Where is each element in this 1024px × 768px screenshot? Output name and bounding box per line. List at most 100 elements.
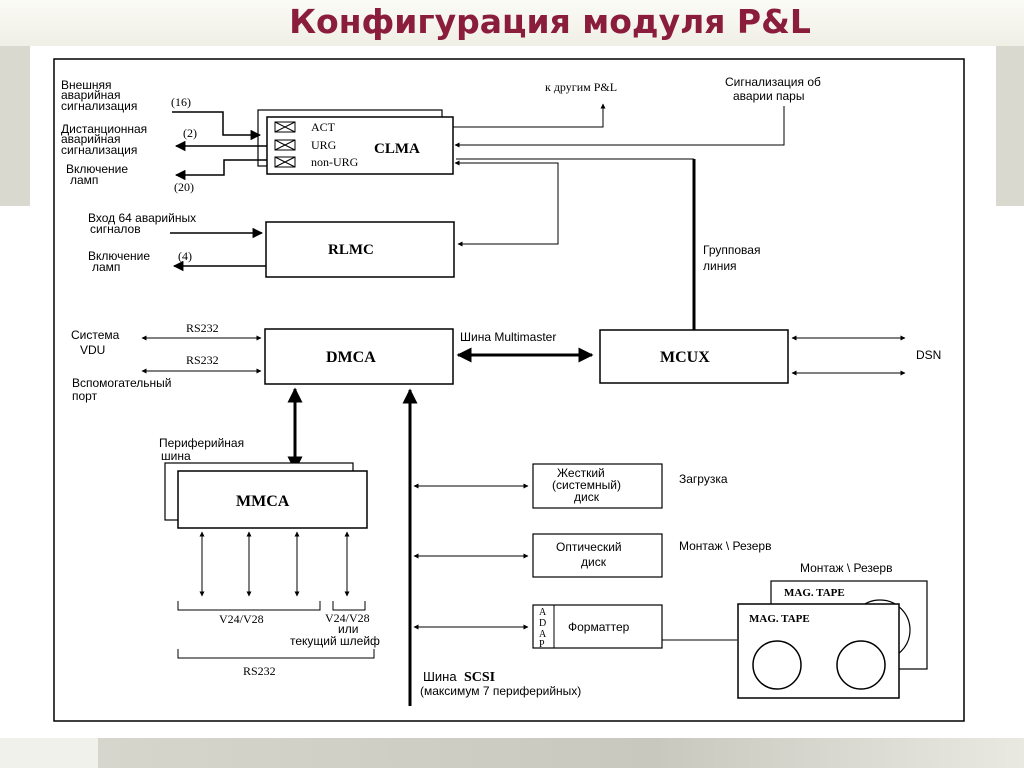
svg-text:P: P [539, 639, 545, 650]
alarm-lamp-icon [274, 121, 296, 133]
svg-text:V24/V28: V24/V28 [325, 611, 370, 625]
svg-text:Жесткий: Жесткий [557, 466, 605, 480]
mcux-block: MCUX [599, 329, 789, 384]
svg-text:RS232: RS232 [243, 664, 276, 678]
external-alarm-input: Внешняя аварийная сигнализация (16) [61, 78, 262, 141]
svg-text:Вход 64 аварийных: Вход 64 аварийных [88, 211, 196, 225]
svg-text:текущий шлейф: текущий шлейф [290, 634, 380, 648]
svg-text:(максимум 7 периферийных): (максимум 7 периферийных) [420, 684, 581, 698]
svg-text:Включение: Включение [88, 249, 150, 263]
svg-text:V24/V28: V24/V28 [219, 612, 264, 626]
diagram-frame [53, 58, 965, 722]
svg-text:линия: линия [703, 259, 737, 273]
svg-text:или: или [338, 622, 358, 636]
svg-text:аварийная: аварийная [61, 132, 120, 146]
svg-text:сигналов: сигналов [90, 222, 141, 236]
svg-text:диск: диск [581, 555, 607, 569]
svg-text:(4): (4) [178, 249, 192, 263]
svg-text:VDU: VDU [80, 343, 105, 357]
background-footer-left [0, 738, 98, 768]
slide-title: Конфигурация модуля P&L [289, 2, 811, 41]
svg-text:D: D [539, 618, 546, 629]
peripheral-bus: Периферийная шина [159, 387, 303, 472]
optical-disk-block: Оптический диск Монтаж \ Резерв [532, 533, 771, 578]
formatter-block: A D A P Форматтер [532, 604, 737, 650]
clma-label: CLMA [374, 141, 420, 157]
rlmc-to-clma-link [454, 160, 559, 247]
svg-text:RS232: RS232 [186, 321, 219, 335]
svg-text:Периферийная: Периферийная [159, 436, 244, 450]
lamp-on-output-rlmc: Включение ламп (4) [88, 249, 266, 274]
alarm-inputs-64: Вход 64 аварийных сигналов [88, 211, 264, 239]
svg-text:Шина Multimaster: Шина Multimaster [460, 330, 556, 344]
svg-text:DSN: DSN [916, 348, 941, 362]
mag-tape-unit-front: MAG. TAPE [737, 603, 900, 699]
lamp-on-output-clma: Включение ламп (20) [66, 159, 267, 194]
svg-text:диск: диск [574, 490, 600, 504]
dmca-block: DMCA [264, 328, 454, 385]
vdu-system-link: Система VDU RS232 [71, 321, 262, 357]
multimaster-bus: Шина Multimaster [456, 330, 594, 363]
svg-text:Шина: Шина [423, 669, 457, 684]
svg-text:(16): (16) [171, 95, 191, 109]
svg-text:MAG. TAPE: MAG. TAPE [784, 587, 845, 599]
svg-text:шина: шина [161, 449, 191, 463]
svg-text:DMCA: DMCA [326, 349, 376, 366]
svg-text:SCSI: SCSI [464, 670, 495, 685]
svg-text:Дистанционная: Дистанционная [61, 122, 147, 136]
svg-text:аварийная: аварийная [61, 88, 120, 102]
svg-text:RS232: RS232 [186, 353, 219, 367]
dsn-link: DSN [791, 335, 941, 376]
svg-text:MMCA: MMCA [236, 493, 290, 510]
pair-alarm-link: Сигнализация об аварии пары [454, 75, 821, 148]
svg-text:порт: порт [72, 389, 98, 403]
background-band-right [996, 46, 1024, 206]
title-bar-background [0, 0, 1024, 46]
alarm-lamp-icon [274, 156, 296, 168]
svg-text:MCUX: MCUX [660, 349, 710, 366]
clma-alarm-urg: URG [311, 138, 337, 152]
svg-text:сигнализация: сигнализация [61, 143, 137, 157]
svg-text:Вспомогательный: Вспомогательный [72, 376, 171, 390]
alarm-lamp-icon [274, 139, 296, 151]
svg-text:Сигнализация об: Сигнализация об [725, 75, 821, 89]
mmca-serial-ports: V24/V28 V24/V28 или текущий шлейф RS232 [177, 531, 380, 678]
hard-disk-block: Жесткий (системный) диск Загрузка [532, 463, 728, 509]
tape-reel-icon [752, 640, 802, 690]
svg-text:Групповая: Групповая [703, 243, 760, 257]
svg-text:сигнализация: сигнализация [61, 99, 137, 113]
svg-text:(20): (20) [174, 180, 194, 194]
tape-reel-icon [836, 640, 886, 690]
svg-text:Форматтер: Форматтер [568, 620, 630, 634]
scsi-bus: Шина SCSI (максимум 7 периферийных) [402, 388, 581, 706]
background-band-left [0, 46, 30, 206]
rlmc-block: RLMC [265, 221, 455, 278]
svg-text:RLMC: RLMC [328, 242, 374, 258]
svg-text:Оптический: Оптический [556, 540, 622, 554]
svg-text:к другим P&L: к другим P&L [545, 80, 617, 94]
aux-port-link: RS232 Вспомогательный порт [72, 353, 262, 403]
svg-text:Монтаж \ Резерв: Монтаж \ Резерв [679, 539, 771, 553]
svg-text:аварии пары: аварии пары [733, 89, 804, 103]
remote-alarm-output: Дистанционная аварийная сигнализация (2) [61, 122, 267, 157]
mmca-block: MMCA [164, 462, 368, 529]
svg-text:Монтаж \ Резерв: Монтаж \ Резерв [800, 561, 892, 575]
background-footer [98, 738, 1024, 768]
svg-text:MAG. TAPE: MAG. TAPE [749, 613, 810, 625]
svg-text:(системный): (системный) [552, 478, 621, 492]
clma-block: ACT URG non-URG CLMA [257, 109, 454, 175]
clma-alarm-act: ACT [311, 120, 336, 134]
svg-text:ламп: ламп [92, 260, 120, 274]
group-line: Групповая линия [456, 158, 760, 332]
svg-text:A: A [539, 629, 547, 640]
svg-text:Загрузка: Загрузка [679, 472, 728, 486]
to-other-pl-link: к другим P&L [453, 80, 617, 128]
svg-text:(2): (2) [183, 126, 197, 140]
svg-text:Внешняя: Внешняя [61, 78, 112, 92]
svg-text:ламп: ламп [70, 173, 98, 187]
clma-alarm-non-urg: non-URG [311, 155, 359, 169]
svg-text:Включение: Включение [66, 162, 128, 176]
adap-label: A [539, 607, 547, 618]
svg-text:Система: Система [71, 328, 120, 342]
